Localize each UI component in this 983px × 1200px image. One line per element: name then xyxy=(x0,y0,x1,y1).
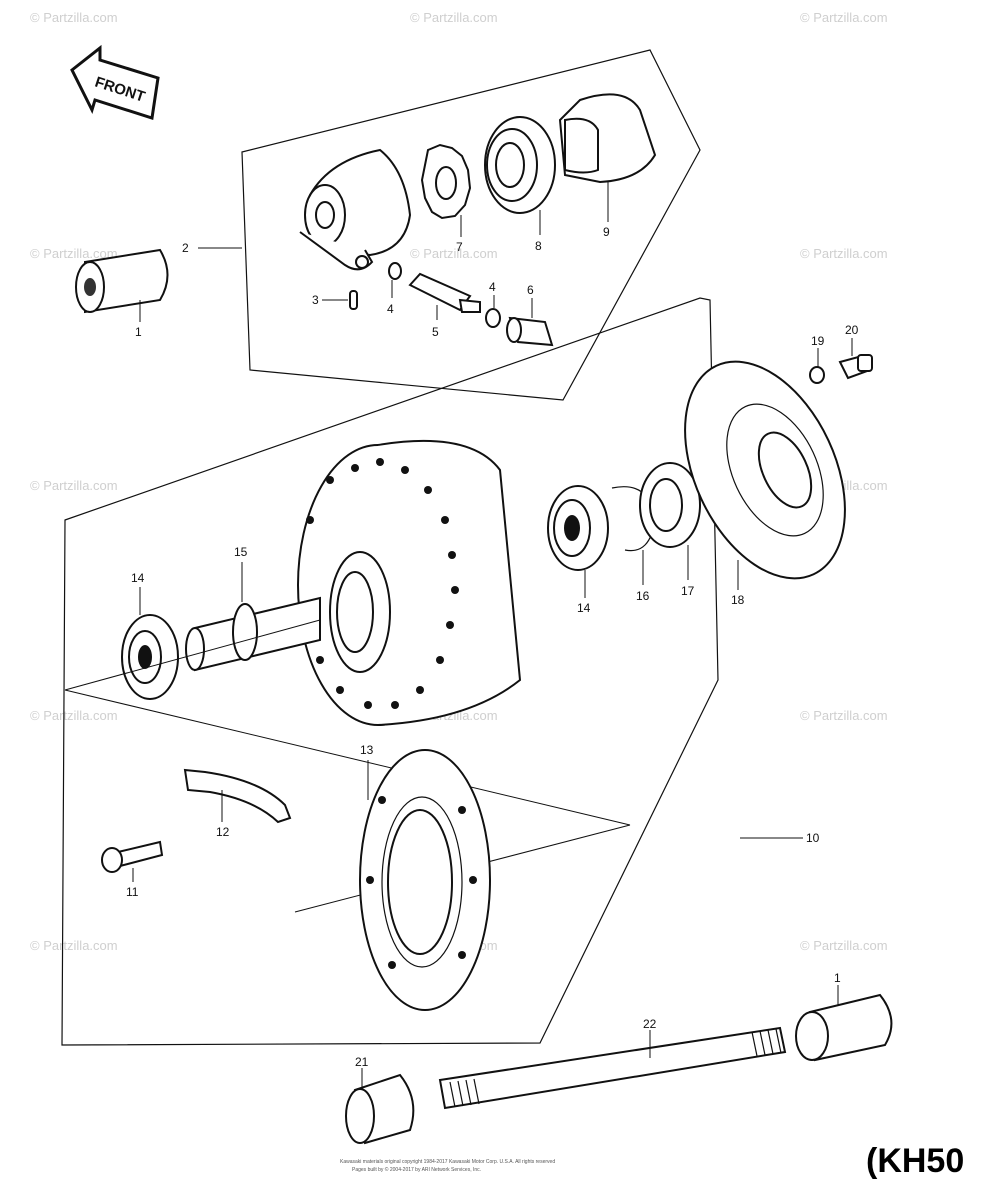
callout-4-right: 4 xyxy=(489,280,496,294)
part-3-pin xyxy=(349,290,358,310)
part-14-bearing-left xyxy=(121,614,179,700)
part-20-bolt xyxy=(838,354,873,380)
front-arrow: FRONT xyxy=(70,44,160,120)
part-13-plate xyxy=(359,749,491,1011)
part-11-bolt xyxy=(101,840,164,873)
part-19-washer xyxy=(809,366,825,384)
svg-text:© Partzilla.com: © Partzilla.com xyxy=(30,708,118,723)
part-4-washer-left xyxy=(388,262,402,280)
svg-text:© Partzilla.com: © Partzilla.com xyxy=(30,938,118,953)
part-6-bushing xyxy=(506,316,554,347)
part-21-sleeve xyxy=(345,1073,415,1145)
callout-17: 17 xyxy=(681,584,695,598)
callout-1-bottom: 1 xyxy=(834,971,841,985)
svg-text:© Partzilla.com: © Partzilla.com xyxy=(410,10,498,25)
callout-4-left: 4 xyxy=(387,302,394,316)
callout-9: 9 xyxy=(603,225,610,239)
callout-22: 22 xyxy=(643,1017,657,1031)
part-1-sleeve xyxy=(75,248,169,314)
svg-text:© Partzilla.com: © Partzilla.com xyxy=(800,938,888,953)
callout-1-top: 1 xyxy=(135,325,142,339)
callout-8: 8 xyxy=(535,239,542,253)
callout-12: 12 xyxy=(216,825,230,839)
part-18-cover xyxy=(684,360,846,580)
model-code: (KH50 xyxy=(866,1142,964,1180)
callout-15: 15 xyxy=(234,545,248,559)
copyright-line-2: Pages built by © 2004-2017 by ARI Networ… xyxy=(352,1166,481,1173)
callout-19: 19 xyxy=(811,334,825,348)
callout-14-right: 14 xyxy=(577,601,591,615)
callout-21: 21 xyxy=(355,1055,369,1069)
part-8-bearing xyxy=(484,116,556,214)
part-10-hub xyxy=(297,439,522,726)
callout-7: 7 xyxy=(456,240,463,254)
callout-10: 10 xyxy=(806,831,820,845)
part-14-bearing-right xyxy=(547,485,609,571)
svg-text:© Partzilla.com: © Partzilla.com xyxy=(800,246,888,261)
svg-text:© Partzilla.com: © Partzilla.com xyxy=(410,246,498,261)
part-7-gear xyxy=(420,143,472,220)
callout-16: 16 xyxy=(636,589,650,603)
svg-text:© Partzilla.com: © Partzilla.com xyxy=(30,246,118,261)
callouts: 1 2 3 4 5 4 6 7 8 9 10 11 12 13 14 15 14… xyxy=(126,182,859,1088)
callout-3: 3 xyxy=(312,293,319,307)
svg-text:© Partzilla.com: © Partzilla.com xyxy=(800,708,888,723)
part-1-sleeve-bottom xyxy=(795,993,893,1062)
part-9-retainer xyxy=(558,93,657,184)
callout-6: 6 xyxy=(527,283,534,297)
part-2-gear-housing xyxy=(299,148,412,271)
callout-14-left: 14 xyxy=(131,571,145,585)
part-12-lock-plate xyxy=(183,768,292,824)
copyright-line-1: Kawasaki materials original copyright 19… xyxy=(340,1159,555,1165)
callout-20: 20 xyxy=(845,323,859,337)
callout-11: 11 xyxy=(126,885,139,899)
part-5-pinion xyxy=(408,272,481,313)
group-outline-2 xyxy=(241,49,701,401)
svg-text:© Partzilla.com: © Partzilla.com xyxy=(30,478,118,493)
callout-13: 13 xyxy=(360,743,374,757)
svg-text:© Partzilla.com: © Partzilla.com xyxy=(800,10,888,25)
part-15-spacer xyxy=(185,596,321,672)
callout-5: 5 xyxy=(432,325,439,339)
part-4-washer-right xyxy=(485,308,501,328)
callout-18: 18 xyxy=(731,593,745,607)
svg-text:© Partzilla.com: © Partzilla.com xyxy=(30,10,118,25)
part-22-axle xyxy=(438,1026,787,1110)
callout-2: 2 xyxy=(182,241,189,255)
part-17-oil-seal xyxy=(639,462,701,548)
group-outline-10 xyxy=(61,297,719,1046)
